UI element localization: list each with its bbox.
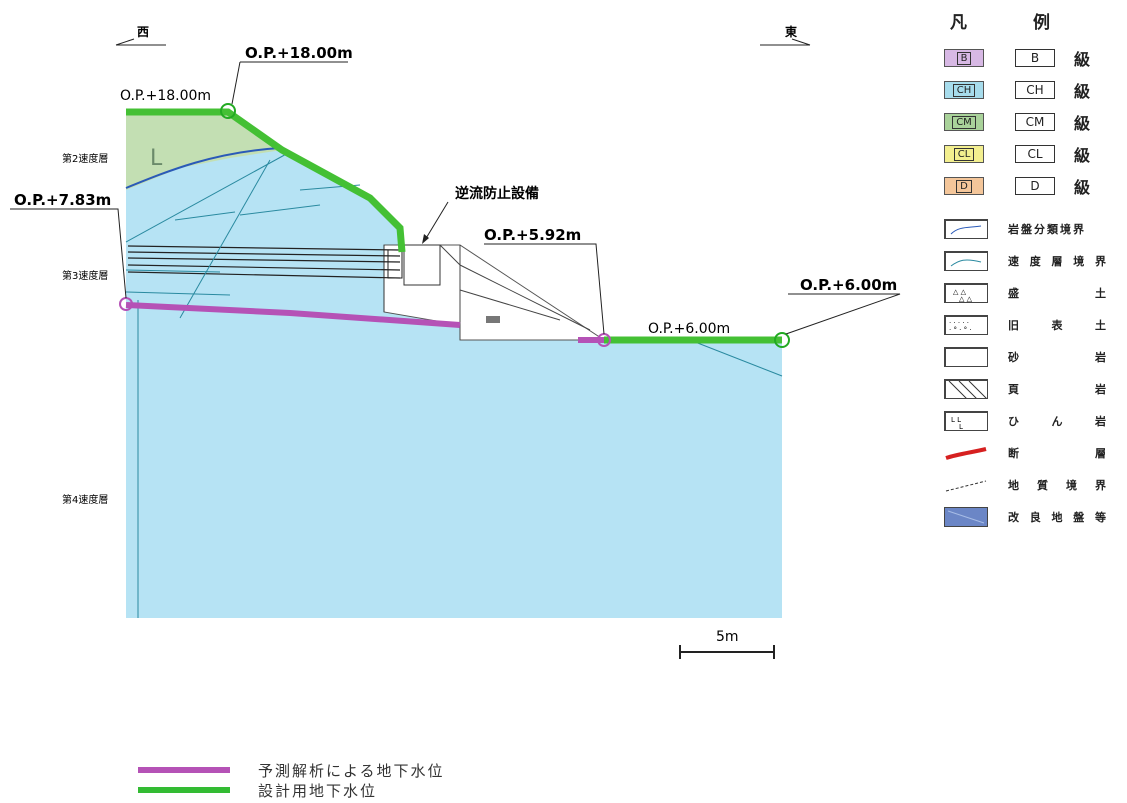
legend-embankment: △ △△ △ 盛土 bbox=[944, 282, 1106, 304]
backflow-gate-box bbox=[403, 244, 441, 286]
svg-text:· ° · ° ·: · ° · ° · bbox=[949, 326, 972, 334]
legend-old-surface-soil: · · · · ·· ° · ° · 旧表土 bbox=[944, 314, 1106, 336]
shale-icon bbox=[944, 379, 988, 399]
legend-grade-cm: CM CM 級 bbox=[944, 111, 1090, 133]
porphyrite-icon: L LL bbox=[944, 411, 988, 431]
legend-design-groundwater: 設計用地下水位 bbox=[138, 779, 377, 801]
callout-op600: O.P.+6.00m bbox=[648, 321, 730, 337]
legend-title: 凡 例 bbox=[950, 13, 1050, 33]
legend-velocity-boundary: 速度層境界 bbox=[944, 250, 1106, 272]
layer-label-3: 第3速度層 bbox=[62, 269, 108, 282]
predicted-groundwater-line bbox=[125, 302, 604, 343]
callout-op1800: O.P.+18.00m bbox=[120, 88, 211, 104]
direction-west: 西 bbox=[137, 25, 149, 39]
drain-pipes bbox=[127, 245, 401, 279]
layer-label-2: 第2速度層 bbox=[62, 152, 108, 165]
callout-op1800-bold: O.P.+18.00m bbox=[245, 44, 353, 62]
callout-backflow: 逆流防止設備 bbox=[455, 185, 539, 202]
geologic-boundary-icon bbox=[945, 480, 987, 492]
velocity-layer-boundary bbox=[125, 147, 281, 189]
marker-op1800 bbox=[220, 103, 236, 119]
scale-bar bbox=[679, 645, 775, 659]
svg-text:△ △: △ △ bbox=[959, 295, 973, 303]
legend-grade-cl: CL CL 級 bbox=[944, 143, 1090, 165]
svg-text:· · · · ·: · · · · · bbox=[949, 319, 969, 327]
layer-label-4: 第4速度層 bbox=[62, 493, 108, 506]
fault-icon bbox=[945, 447, 987, 460]
legend-grade-d: D D 級 bbox=[944, 175, 1090, 197]
svg-text:L: L bbox=[959, 423, 963, 431]
scale-label: 5m bbox=[716, 629, 739, 645]
legend-fault: 断層 bbox=[944, 442, 1106, 464]
old-surface-soil-icon: · · · · ·· ° · ° · bbox=[944, 315, 988, 335]
rock-class-boundaries bbox=[125, 151, 783, 618]
callout-op600-bold: O.P.+6.00m bbox=[800, 276, 897, 294]
legend-improved-ground: 改良地盤等 bbox=[944, 506, 1106, 528]
marker-op600 bbox=[774, 332, 790, 348]
legend-geologic-boundary: 地質境界 bbox=[944, 474, 1106, 496]
ch-class-rock-zone bbox=[126, 112, 782, 618]
legend-grade-b: B B 級 bbox=[944, 47, 1090, 69]
svg-text:L L: L L bbox=[951, 416, 961, 424]
legend-sandstone: 砂岩 bbox=[944, 346, 1106, 368]
callout-op783: O.P.+7.83m bbox=[14, 191, 111, 209]
legend-shale: 頁岩 bbox=[944, 378, 1106, 400]
legend-predicted-groundwater: 予測解析による地下水位 bbox=[138, 759, 445, 781]
legend-grade-ch: CH CH 級 bbox=[944, 79, 1090, 101]
improved-ground-icon bbox=[944, 507, 988, 527]
rock-class-boundary-icon bbox=[944, 219, 988, 239]
direction-east: 東 bbox=[785, 24, 797, 39]
legend-rock-boundary: 岩盤分類境界 bbox=[944, 218, 1106, 240]
sandstone-icon bbox=[944, 347, 988, 367]
callout-op592: O.P.+5.92m bbox=[484, 226, 581, 244]
velocity-layer-boundary-icon bbox=[944, 251, 988, 271]
cm-class-rock-zone bbox=[126, 112, 282, 190]
embankment-icon: △ △△ △ bbox=[944, 283, 988, 303]
design-groundwater-line bbox=[126, 108, 406, 253]
svg-text:L: L bbox=[150, 146, 163, 171]
svg-text:△ △: △ △ bbox=[953, 288, 967, 296]
